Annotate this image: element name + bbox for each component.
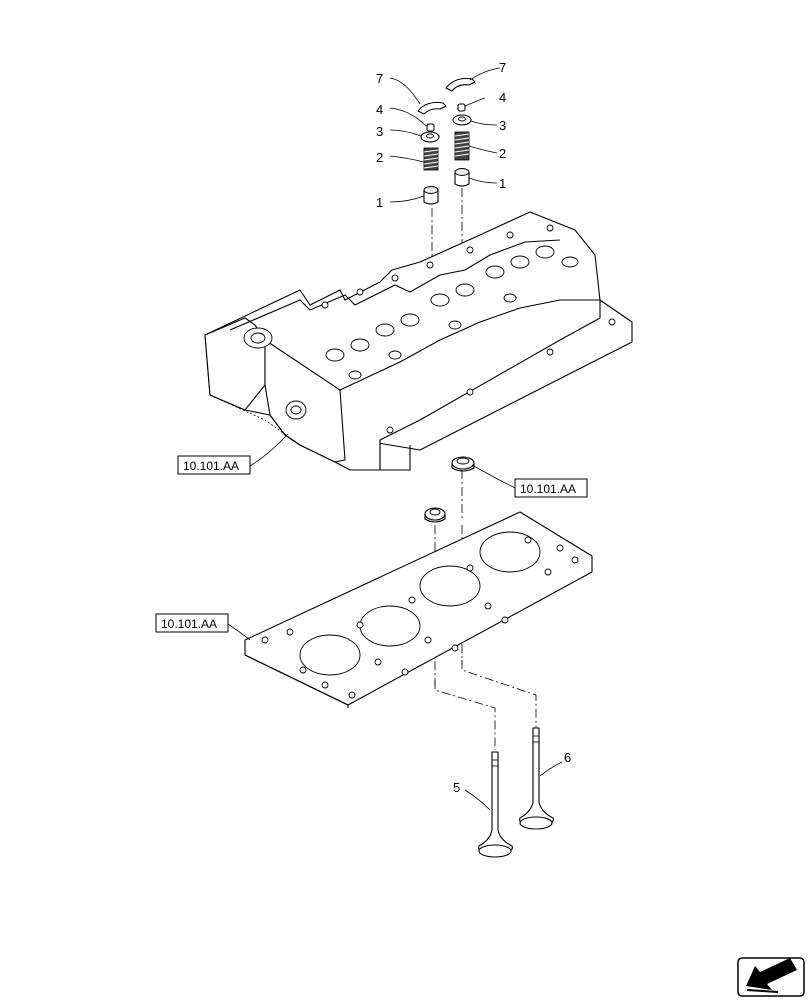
callout-3-left: 3	[376, 124, 383, 139]
callout-7-left: 7	[376, 71, 383, 86]
spring-retainer-right	[452, 114, 472, 126]
callout-7-right: 7	[499, 60, 506, 75]
callout-1-left: 1	[376, 195, 383, 210]
reference-box-head-gasket[interactable]: 10.101.AA	[155, 613, 229, 633]
reference-label: 10.101.AA	[520, 482, 576, 496]
callout-1-right: 1	[499, 176, 506, 191]
callout-4-left: 4	[376, 102, 383, 117]
cylinder-head	[204, 211, 633, 471]
valve-cotter-right	[457, 103, 466, 112]
callout-5: 5	[453, 780, 460, 795]
valve-stem-seal-right	[454, 168, 470, 187]
callout-2-right: 2	[499, 146, 506, 161]
rocker-arm-right	[445, 77, 476, 92]
valve-cotter-left	[426, 123, 435, 132]
seal-ring-lower	[424, 507, 446, 523]
valve-spring-left	[423, 147, 439, 171]
callout-2-left: 2	[376, 150, 383, 165]
leader-lines	[227, 67, 563, 811]
valve-stem-seal-left	[423, 186, 439, 205]
valve-spring-right	[454, 131, 470, 161]
callout-4-right: 4	[499, 90, 506, 105]
callout-3-right: 3	[499, 118, 506, 133]
spring-retainer-left	[420, 131, 440, 143]
arrow-bottom-left-icon[interactable]	[737, 957, 805, 997]
callouts: 7 7 4 4 3 3 2 2 1 1 5 6	[376, 60, 571, 795]
reference-box-seal-ring[interactable]: 10.101.AA	[514, 478, 588, 498]
rocker-arm-left	[417, 101, 447, 115]
callout-6: 6	[564, 750, 571, 765]
seal-ring-upper	[451, 456, 475, 472]
valve-5	[478, 751, 513, 858]
reference-label: 10.101.AA	[161, 617, 217, 631]
valve-6	[519, 727, 554, 830]
reference-box-cylinder-head[interactable]: 10.101.AA	[177, 455, 251, 475]
head-gasket	[244, 511, 593, 708]
reference-label: 10.101.AA	[183, 459, 239, 473]
